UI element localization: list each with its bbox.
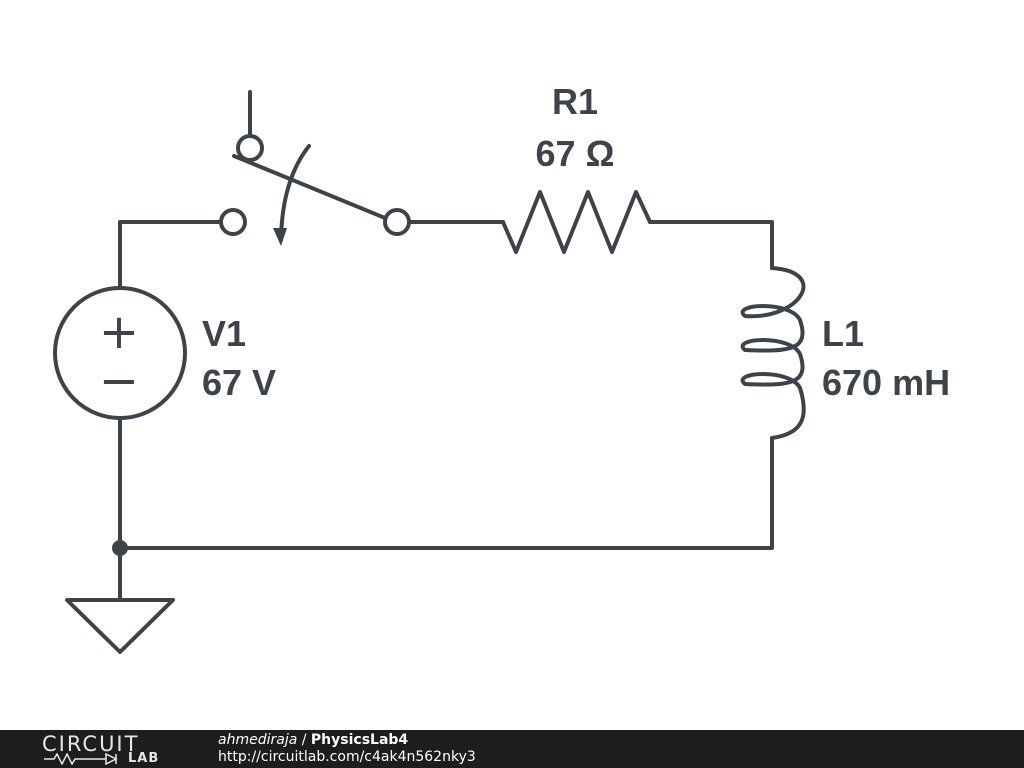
resistor-diode-logo-icon xyxy=(44,753,118,765)
plus-sign: + xyxy=(99,304,139,360)
project-link[interactable]: PhysicsLab4 xyxy=(310,732,409,748)
voltage-source-v1: + − V1 67 V xyxy=(53,286,276,420)
path-separator: / xyxy=(297,732,311,748)
l1-name-label: L1 xyxy=(822,313,864,354)
wire-inductor-to-bottom xyxy=(118,436,774,550)
minus-sign: − xyxy=(99,353,139,409)
junction-dot xyxy=(112,540,128,556)
inductor-l1: L1 670 mH xyxy=(740,266,950,440)
r1-value-label: 67 Ω xyxy=(536,133,615,174)
r1-name-label: R1 xyxy=(552,81,598,122)
circuit-schematic: R1 67 Ω L1 670 mH + − V1 67 V xyxy=(53,81,950,654)
footer-bar: CIRCUIT LAB ahmediraja / PhysicsLab4 htt… xyxy=(0,730,1024,768)
user-link[interactable]: ahmediraja xyxy=(218,732,298,748)
resistor-r1: R1 67 Ω xyxy=(501,81,652,254)
project-path: ahmediraja / PhysicsLab4 xyxy=(218,732,408,748)
circuitlab-logo-sub: LAB xyxy=(128,751,160,766)
wire-top-left xyxy=(118,220,222,290)
wire-resistor-to-inductor xyxy=(648,220,774,270)
l1-value-label: 670 mH xyxy=(822,362,950,403)
v1-name-label: V1 xyxy=(202,313,246,354)
ground-symbol xyxy=(65,598,175,654)
v1-value-label: 67 V xyxy=(202,362,276,403)
switch-s1 xyxy=(219,90,411,246)
project-url[interactable]: http://circuitlab.com/c4ak4n562nky3 xyxy=(218,749,476,765)
circuitlab-logo-text: CIRCUIT xyxy=(42,732,140,756)
